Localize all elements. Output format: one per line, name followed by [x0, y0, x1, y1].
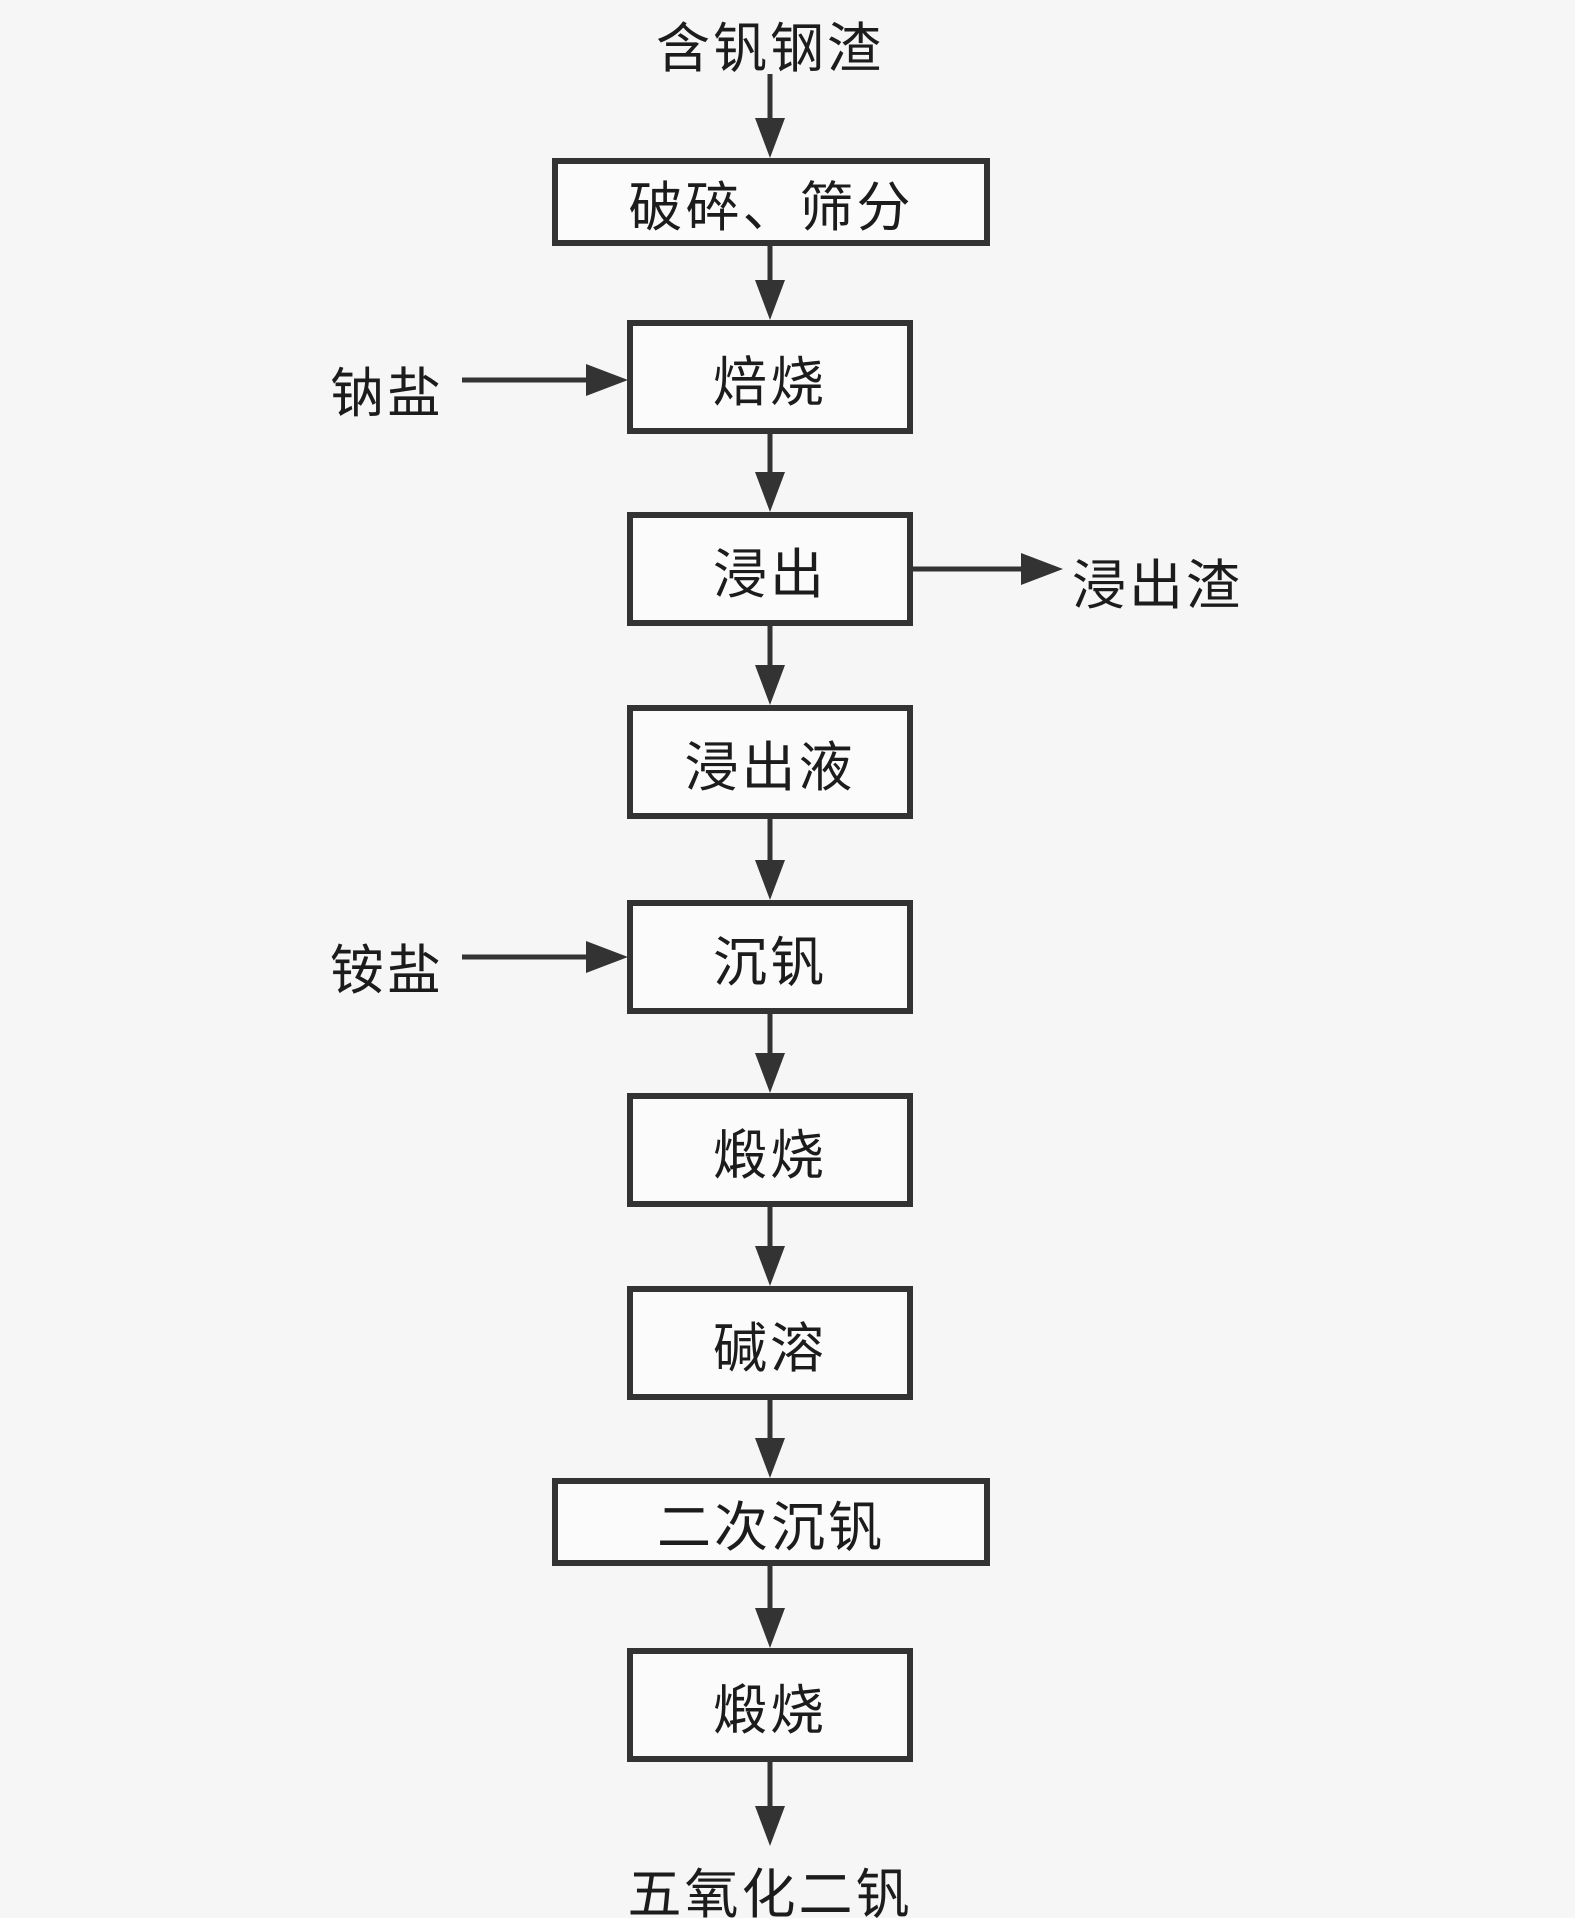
arrow-down-icon [755, 665, 785, 705]
input-arrow-ammonium-salt [462, 940, 628, 974]
process-box-alkali-dissolution: 碱溶 [627, 1286, 913, 1400]
leach-residue-label: 浸出渣 [1072, 556, 1243, 616]
arrow-down-icon [755, 472, 785, 512]
process-box-leaching: 浸出 [627, 512, 913, 626]
arrow-down-icon [755, 1246, 785, 1286]
flow-arrow-9 [755, 1566, 785, 1648]
arrow-shaft [462, 377, 592, 383]
process-box-roasting: 焙烧 [627, 320, 913, 434]
process-box-crushing-screening: 破碎、筛分 [552, 158, 990, 246]
arrow-right-icon [586, 941, 628, 973]
flow-arrow-10 [755, 1762, 785, 1846]
arrow-shaft [767, 434, 773, 478]
flow-arrow-7 [755, 1207, 785, 1286]
process-box-calcination-2: 煅烧 [627, 1648, 913, 1762]
flow-arrow-1 [755, 74, 785, 158]
arrow-shaft [767, 74, 773, 124]
flow-arrow-5 [755, 819, 785, 900]
process-box-leachate: 浸出液 [627, 705, 913, 819]
source-label: 含钒钢渣 [656, 19, 884, 79]
sodium-salt-label: 钠盐 [330, 364, 444, 424]
process-box-vanadium-precipitation: 沉钒 [627, 900, 913, 1014]
input-arrow-sodium-salt [462, 363, 628, 397]
arrow-shaft [767, 1207, 773, 1252]
flow-arrow-3 [755, 434, 785, 512]
arrow-shaft [767, 626, 773, 671]
arrow-shaft [767, 819, 773, 866]
arrow-right-icon [1021, 553, 1063, 585]
process-box-secondary-vanadium-precipitation: 二次沉钒 [552, 1478, 990, 1566]
arrow-shaft [767, 1400, 773, 1444]
output-arrow-leach-residue [913, 552, 1063, 586]
arrow-right-icon [586, 364, 628, 396]
process-box-calcination-1: 煅烧 [627, 1093, 913, 1207]
arrow-down-icon [755, 1806, 785, 1846]
flow-arrow-6 [755, 1014, 785, 1093]
ammonium-salt-label: 铵盐 [330, 941, 444, 1001]
arrow-shaft [462, 954, 592, 960]
arrow-down-icon [755, 860, 785, 900]
arrow-shaft [767, 1762, 773, 1812]
arrow-shaft [767, 246, 773, 286]
flow-arrow-2 [755, 246, 785, 320]
arrow-down-icon [755, 1053, 785, 1093]
arrow-down-icon [755, 118, 785, 158]
arrow-down-icon [755, 1608, 785, 1648]
flow-arrow-8 [755, 1400, 785, 1478]
arrow-shaft [913, 566, 1027, 572]
arrow-shaft [767, 1014, 773, 1059]
arrow-down-icon [755, 1438, 785, 1478]
arrow-shaft [767, 1566, 773, 1614]
arrow-down-icon [755, 280, 785, 320]
product-label: 五氧化二钒 [627, 1865, 913, 1918]
flow-arrow-4 [755, 626, 785, 705]
